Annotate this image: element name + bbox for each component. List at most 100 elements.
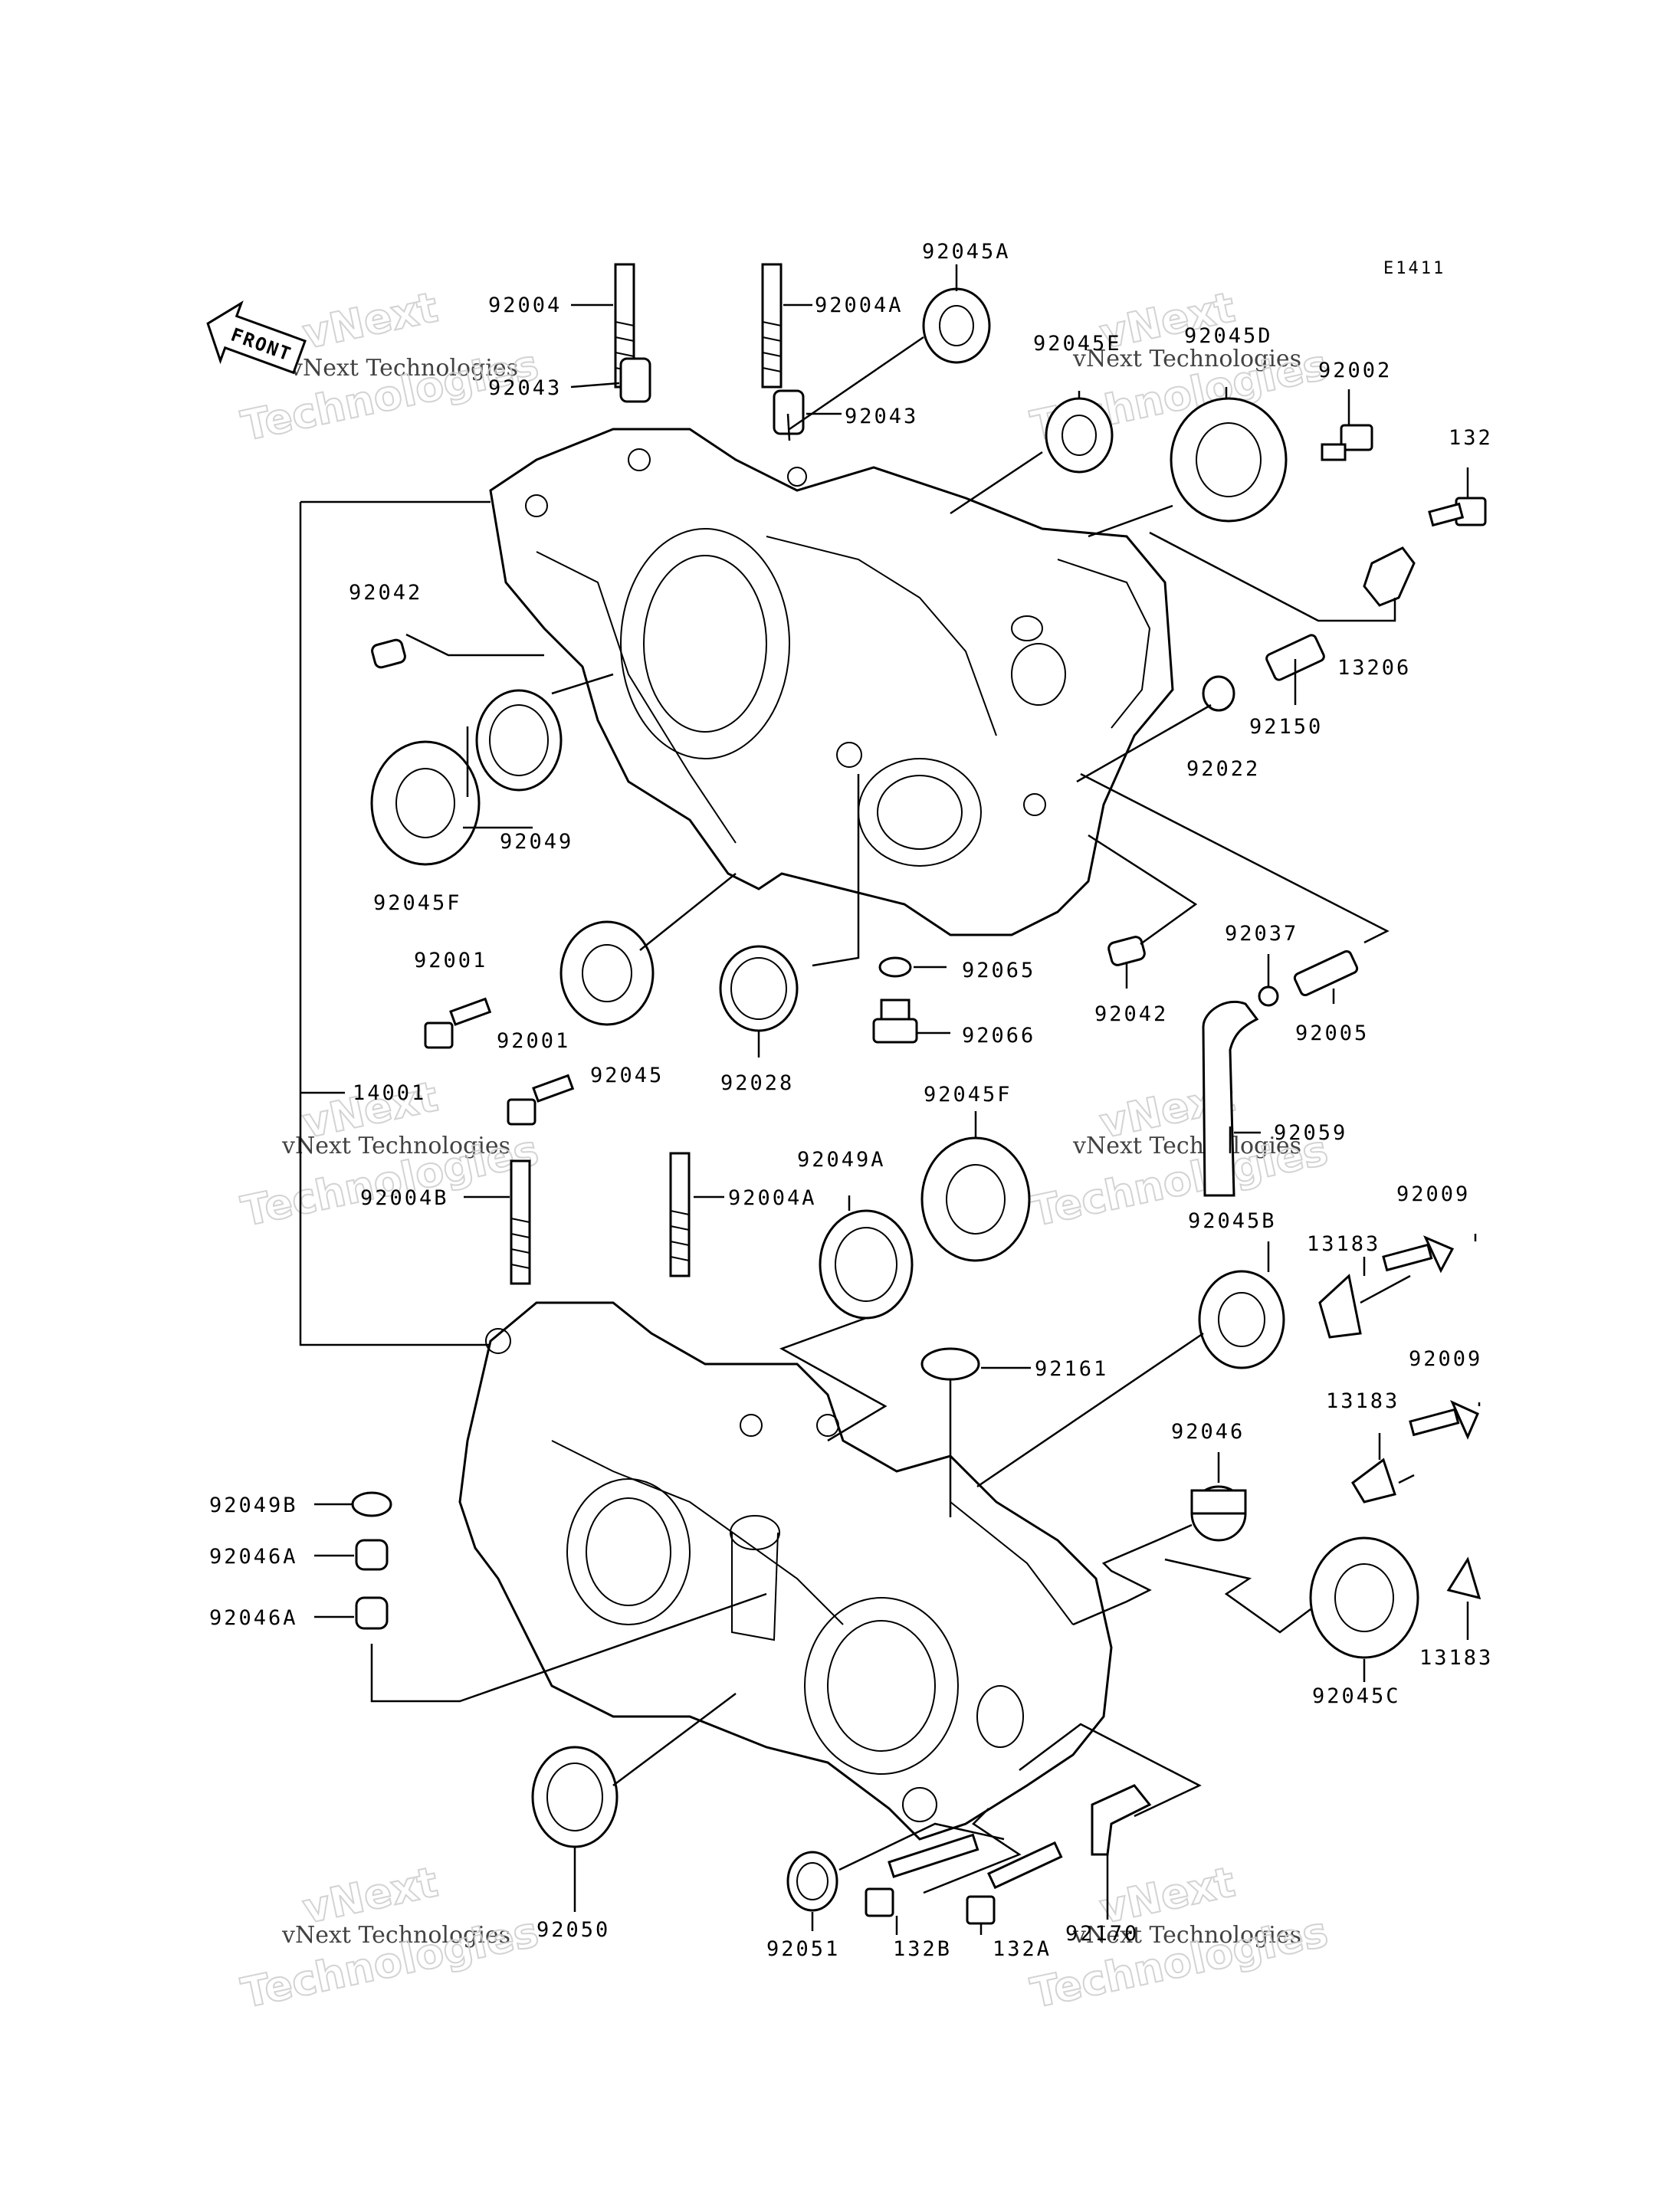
lower-crankcase-half bbox=[458, 1301, 1113, 1841]
label-92001-a: 92001 bbox=[414, 949, 487, 972]
parts bbox=[351, 263, 1487, 1925]
bearing-92045 bbox=[559, 920, 655, 1026]
label-92022: 92022 bbox=[1186, 757, 1260, 781]
label-92045f-mid: 92045F bbox=[924, 1083, 1012, 1107]
label-92043-left: 92043 bbox=[488, 376, 562, 400]
label-92001-b: 92001 bbox=[497, 1029, 570, 1053]
bolt-92002 bbox=[1321, 424, 1373, 461]
bearing-92045e bbox=[1045, 397, 1114, 474]
bearing-92045f-left bbox=[370, 740, 481, 866]
label-92049b: 92049B bbox=[209, 1494, 298, 1517]
bolt-92001-b bbox=[507, 1074, 575, 1126]
label-92004a-bottom: 92004A bbox=[728, 1186, 817, 1210]
oil-seal-92049 bbox=[475, 689, 563, 792]
label-92046a-b: 92046A bbox=[209, 1606, 298, 1630]
figure-code: E1411 bbox=[1383, 259, 1445, 278]
label-132: 132 bbox=[1449, 426, 1493, 450]
svg-text:vNext: vNext bbox=[299, 283, 442, 359]
bolt-132 bbox=[1428, 497, 1487, 527]
svg-text:vNext Technologies: vNext Technologies bbox=[289, 355, 518, 382]
needle-bearing-92046a-b bbox=[355, 1596, 389, 1630]
plate-13183-b bbox=[1351, 1458, 1396, 1503]
label-92009-b: 92009 bbox=[1409, 1347, 1482, 1371]
fitting-92005 bbox=[1293, 949, 1359, 997]
upper-crankcase-half bbox=[489, 428, 1174, 936]
label-92170: 92170 bbox=[1065, 1922, 1139, 1946]
label-92065: 92065 bbox=[962, 959, 1035, 982]
label-92045f-left: 92045F bbox=[373, 891, 462, 915]
label-92043-right: 92043 bbox=[845, 405, 918, 428]
clamp-92170 bbox=[1091, 1784, 1152, 1856]
label-92009-a: 92009 bbox=[1396, 1182, 1470, 1206]
label-92161: 92161 bbox=[1035, 1357, 1108, 1381]
front-direction-arrow: FRONT bbox=[206, 300, 307, 375]
label-92045d: 92045D bbox=[1184, 324, 1273, 348]
bolt-132a bbox=[966, 1841, 1063, 1925]
label-92049a: 92049A bbox=[797, 1148, 886, 1172]
bearing-92045c bbox=[1309, 1536, 1419, 1659]
label-92045a: 92045A bbox=[922, 240, 1011, 264]
plate-13183-c bbox=[1446, 1556, 1481, 1600]
dowel-92042-mid bbox=[1107, 936, 1146, 966]
label-92004b: 92004B bbox=[360, 1186, 449, 1210]
label-92046: 92046 bbox=[1171, 1420, 1245, 1444]
part-labels: 92004 92004A 92045A 92045E 92045D 92002 … bbox=[209, 240, 1493, 1961]
label-92042-mid: 92042 bbox=[1094, 1002, 1168, 1026]
watermark-bottom-left: vNext vNext Technologies Technologies bbox=[237, 1857, 543, 2018]
bearing-92045a bbox=[922, 287, 991, 364]
needle-bearing-92046 bbox=[1190, 1485, 1247, 1542]
label-92066: 92066 bbox=[962, 1024, 1035, 1048]
label-92045e: 92045E bbox=[1033, 332, 1122, 356]
needle-bearing-92046a-a bbox=[355, 1539, 389, 1571]
plug-92161 bbox=[920, 1347, 980, 1381]
label-13183-a: 13183 bbox=[1307, 1232, 1380, 1256]
label-92059: 92059 bbox=[1274, 1121, 1347, 1145]
label-132a: 132A bbox=[993, 1937, 1052, 1961]
label-92045: 92045 bbox=[590, 1064, 664, 1087]
washer-92065 bbox=[878, 956, 912, 978]
clip-92037 bbox=[1258, 985, 1279, 1007]
stud-92004b bbox=[510, 1159, 531, 1285]
oil-seal-92051 bbox=[786, 1851, 838, 1912]
label-92004a-top: 92004A bbox=[815, 293, 904, 317]
dowel-92042-top bbox=[371, 638, 406, 669]
bearing-92045d bbox=[1170, 397, 1288, 523]
label-92002: 92002 bbox=[1318, 359, 1392, 382]
fitting-92150 bbox=[1265, 634, 1325, 681]
label-92037: 92037 bbox=[1225, 922, 1298, 946]
label-92051: 92051 bbox=[766, 1937, 840, 1961]
stud-92004a-top bbox=[761, 263, 783, 389]
oil-seal-92049a bbox=[819, 1209, 914, 1320]
svg-text:vNext Technologies: vNext Technologies bbox=[1072, 1133, 1301, 1159]
label-92046a-a: 92046A bbox=[209, 1545, 298, 1569]
label-92005: 92005 bbox=[1295, 1021, 1369, 1045]
plug-92066 bbox=[872, 998, 918, 1044]
label-92049: 92049 bbox=[500, 830, 573, 854]
svg-text:vNext Technologies: vNext Technologies bbox=[1072, 1922, 1301, 1949]
screw-92009-b bbox=[1409, 1400, 1479, 1440]
svg-text:vNext Technologies: vNext Technologies bbox=[281, 1133, 510, 1159]
bracket-13206 bbox=[1363, 546, 1416, 607]
dowel-92043-left bbox=[619, 357, 651, 403]
collar-92049b bbox=[351, 1491, 392, 1517]
label-92045b: 92045B bbox=[1188, 1209, 1277, 1233]
label-14001: 14001 bbox=[353, 1081, 426, 1105]
washer-92022 bbox=[1202, 675, 1235, 712]
screw-92009-a bbox=[1382, 1235, 1455, 1274]
label-92028: 92028 bbox=[720, 1071, 794, 1095]
leader-lines bbox=[299, 264, 1481, 1935]
bushing-92028 bbox=[719, 945, 799, 1032]
watermark-mid-right: vNext vNext Technologies Technologies bbox=[1026, 1071, 1333, 1237]
label-13206: 13206 bbox=[1337, 656, 1411, 680]
label-92004: 92004 bbox=[488, 293, 562, 317]
label-13183-b: 13183 bbox=[1326, 1389, 1399, 1413]
label-92045c: 92045C bbox=[1312, 1684, 1401, 1708]
bolt-132b bbox=[865, 1833, 979, 1917]
plate-13183-a bbox=[1318, 1274, 1362, 1339]
svg-text:vNext Technologies: vNext Technologies bbox=[1072, 346, 1301, 372]
label-92050: 92050 bbox=[536, 1918, 610, 1942]
label-92042-top: 92042 bbox=[349, 581, 422, 605]
bolt-92001-a bbox=[424, 997, 492, 1049]
oil-seal-92050 bbox=[531, 1746, 619, 1848]
